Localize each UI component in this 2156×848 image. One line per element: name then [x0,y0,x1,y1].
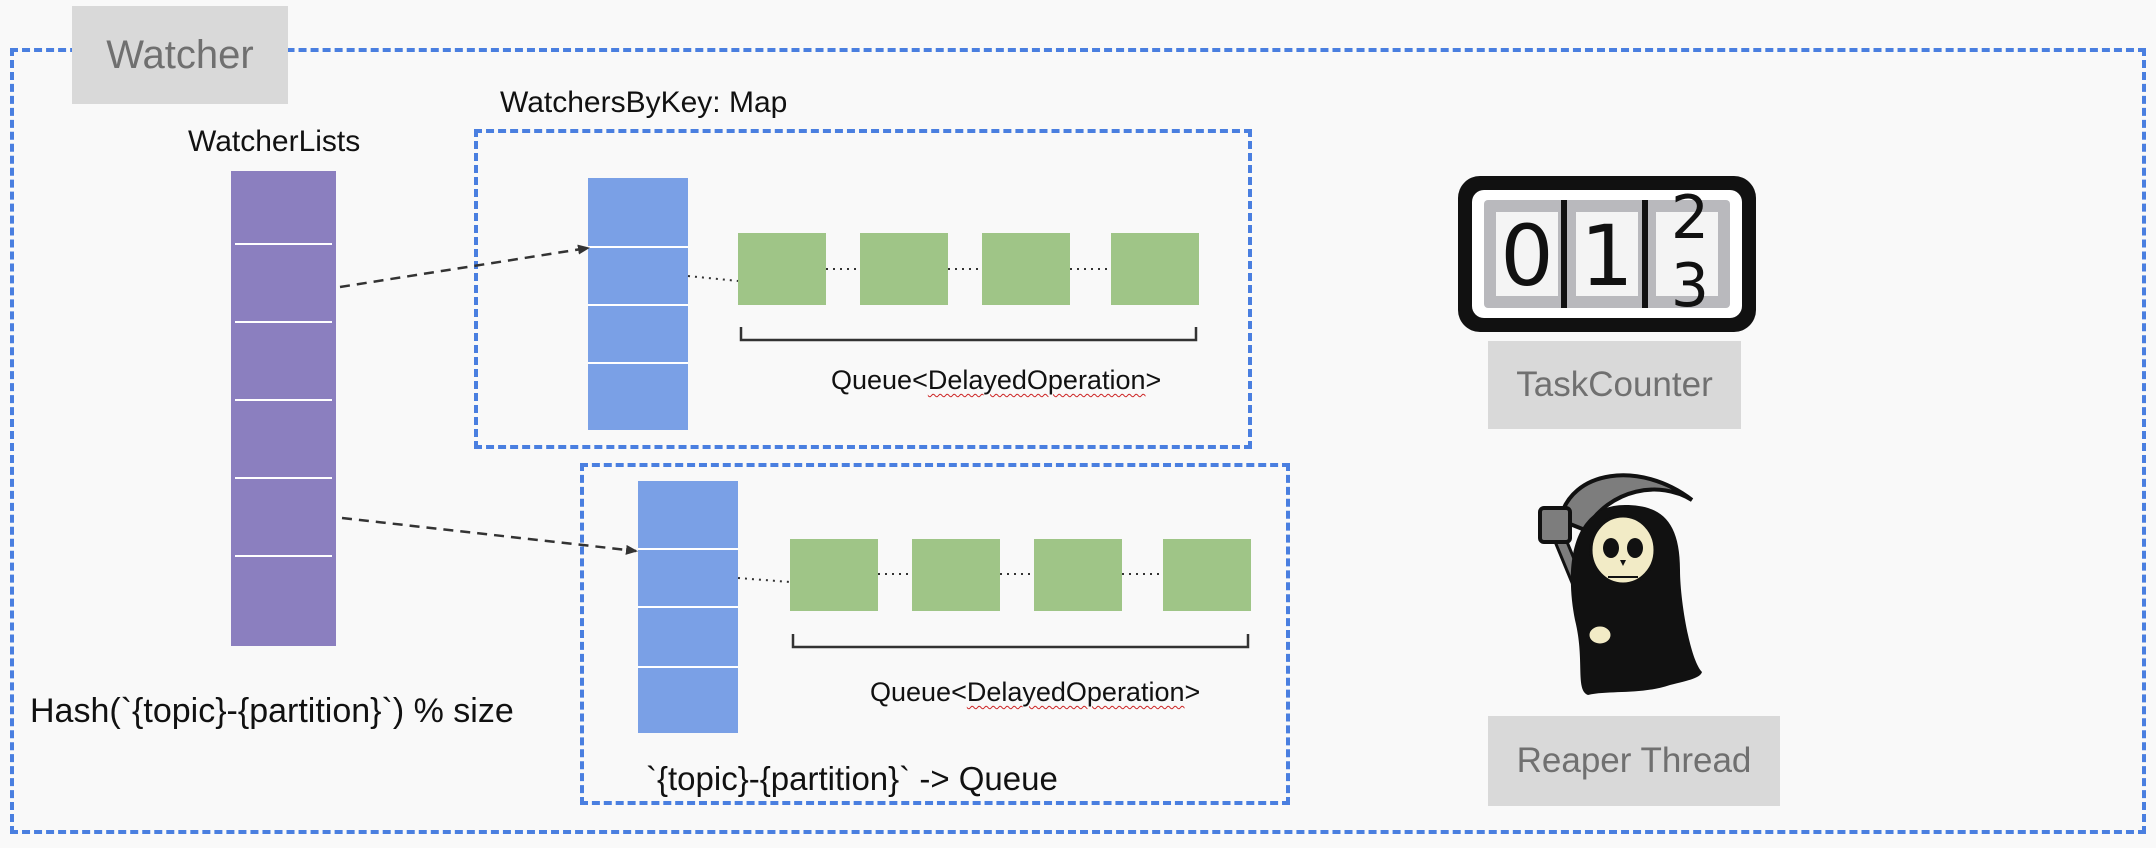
watcher-container [10,48,2146,834]
queue-bracket-2 [791,634,1250,649]
reaper-thread-label-box: Reaper Thread [1488,716,1780,806]
queue-bracket-1 [739,327,1198,342]
bucket-divider [638,606,738,608]
map-entry-box-2 [580,463,1290,805]
delayed-operation [912,539,1000,611]
hash-arrow-2 [341,516,638,555]
delayed-operation [1163,539,1251,611]
svg-text:1: 1 [1580,207,1633,305]
task-counter-label-box: TaskCounter [1488,341,1741,429]
watcher-lists-column [231,171,336,646]
watcher-title: Watcher [106,32,254,77]
map-title: WatchersByKey: Map [500,86,788,119]
svg-text:0: 0 [1500,207,1553,305]
counter-icon: 0 1 2 3 [1458,176,1756,332]
watcher-list-divider [235,477,332,479]
watcher-list-divider [235,243,332,245]
queue-label-suffix: > [1145,365,1162,395]
delayed-operation [1034,539,1122,611]
delayed-operation [790,539,878,611]
bucket-divider [638,548,738,550]
bucket-divider [588,246,688,248]
watcher-list-divider [235,555,332,557]
bucket-divider [638,666,738,668]
queue-links-1 [687,268,1111,282]
queue-label-1: Queue<DelayedOperation> [831,365,1161,396]
grim-reaper-icon [1538,473,1702,695]
queue-label-type: DelayedOperation [927,365,1146,395]
reaper-thread-label: Reaper Thread [1516,741,1752,780]
svg-text:3: 3 [1671,251,1709,321]
delayed-operation [738,233,826,305]
queue-label-prefix: Queue< [870,677,967,707]
key-queue-label: `{topic}-{partition}` -> Queue [646,760,1058,797]
svg-text:2: 2 [1671,183,1709,253]
watcher-title-box: Watcher [72,6,288,104]
delayed-operation [982,233,1070,305]
bucket-column-2 [638,481,738,733]
watcher-list-divider [235,399,332,401]
watcher-list-divider [235,321,332,323]
queue-label-prefix: Queue< [831,365,928,395]
bucket-divider [588,304,688,306]
queue-label-2: Queue<DelayedOperation> [870,677,1200,708]
bucket-column-1 [588,178,688,430]
hash-label: Hash(`{topic}-{partition}`) % size [30,692,514,730]
queue-label-suffix: > [1184,677,1201,707]
watcher-lists-label: WatcherLists [188,125,361,158]
queue-links-2 [737,573,1163,583]
queue-label-type: DelayedOperation [966,677,1185,707]
bucket-divider [588,362,688,364]
task-counter-label: TaskCounter [1516,365,1713,404]
map-entry-box-1 [474,129,1252,449]
hash-arrow-1 [339,244,590,289]
delayed-operation [860,233,948,305]
delayed-operation [1111,233,1199,305]
